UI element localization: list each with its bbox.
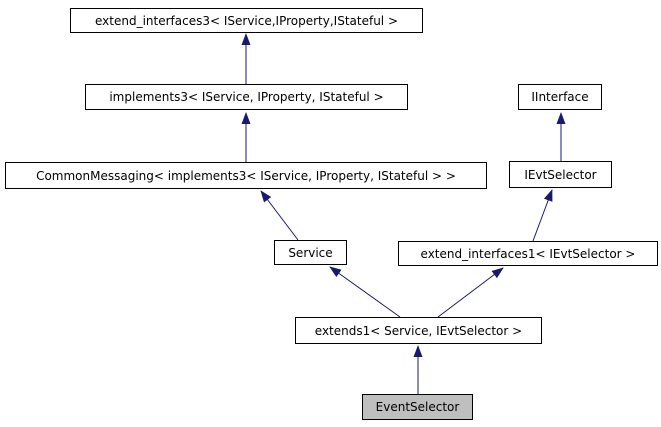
node-commonmessaging[interactable]: CommonMessaging< implements3< IService, … [5, 162, 487, 189]
node-iinterface[interactable]: IInterface [518, 84, 602, 110]
node-eventselector-current: EventSelector [362, 394, 473, 420]
edge-extends1-to-extend_interfaces1 [437, 267, 504, 318]
edge-extends1-to-service [329, 266, 401, 318]
node-extends1[interactable]: extends1< Service, IEvtSelector > [295, 317, 542, 344]
node-ievtselector[interactable]: IEvtSelector [509, 161, 612, 188]
edge-service-to-commonmessaging [260, 190, 299, 241]
node-extend_interfaces3[interactable]: extend_interfaces3< IService,IProperty,I… [70, 8, 423, 33]
node-extend_interfaces1[interactable]: extend_interfaces1< IEvtSelector > [398, 241, 658, 266]
node-service[interactable]: Service [274, 240, 347, 265]
edge-extend_interfaces1-to-ievtselector [532, 189, 553, 242]
node-implements3[interactable]: implements3< IService, IProperty, IState… [85, 84, 408, 110]
